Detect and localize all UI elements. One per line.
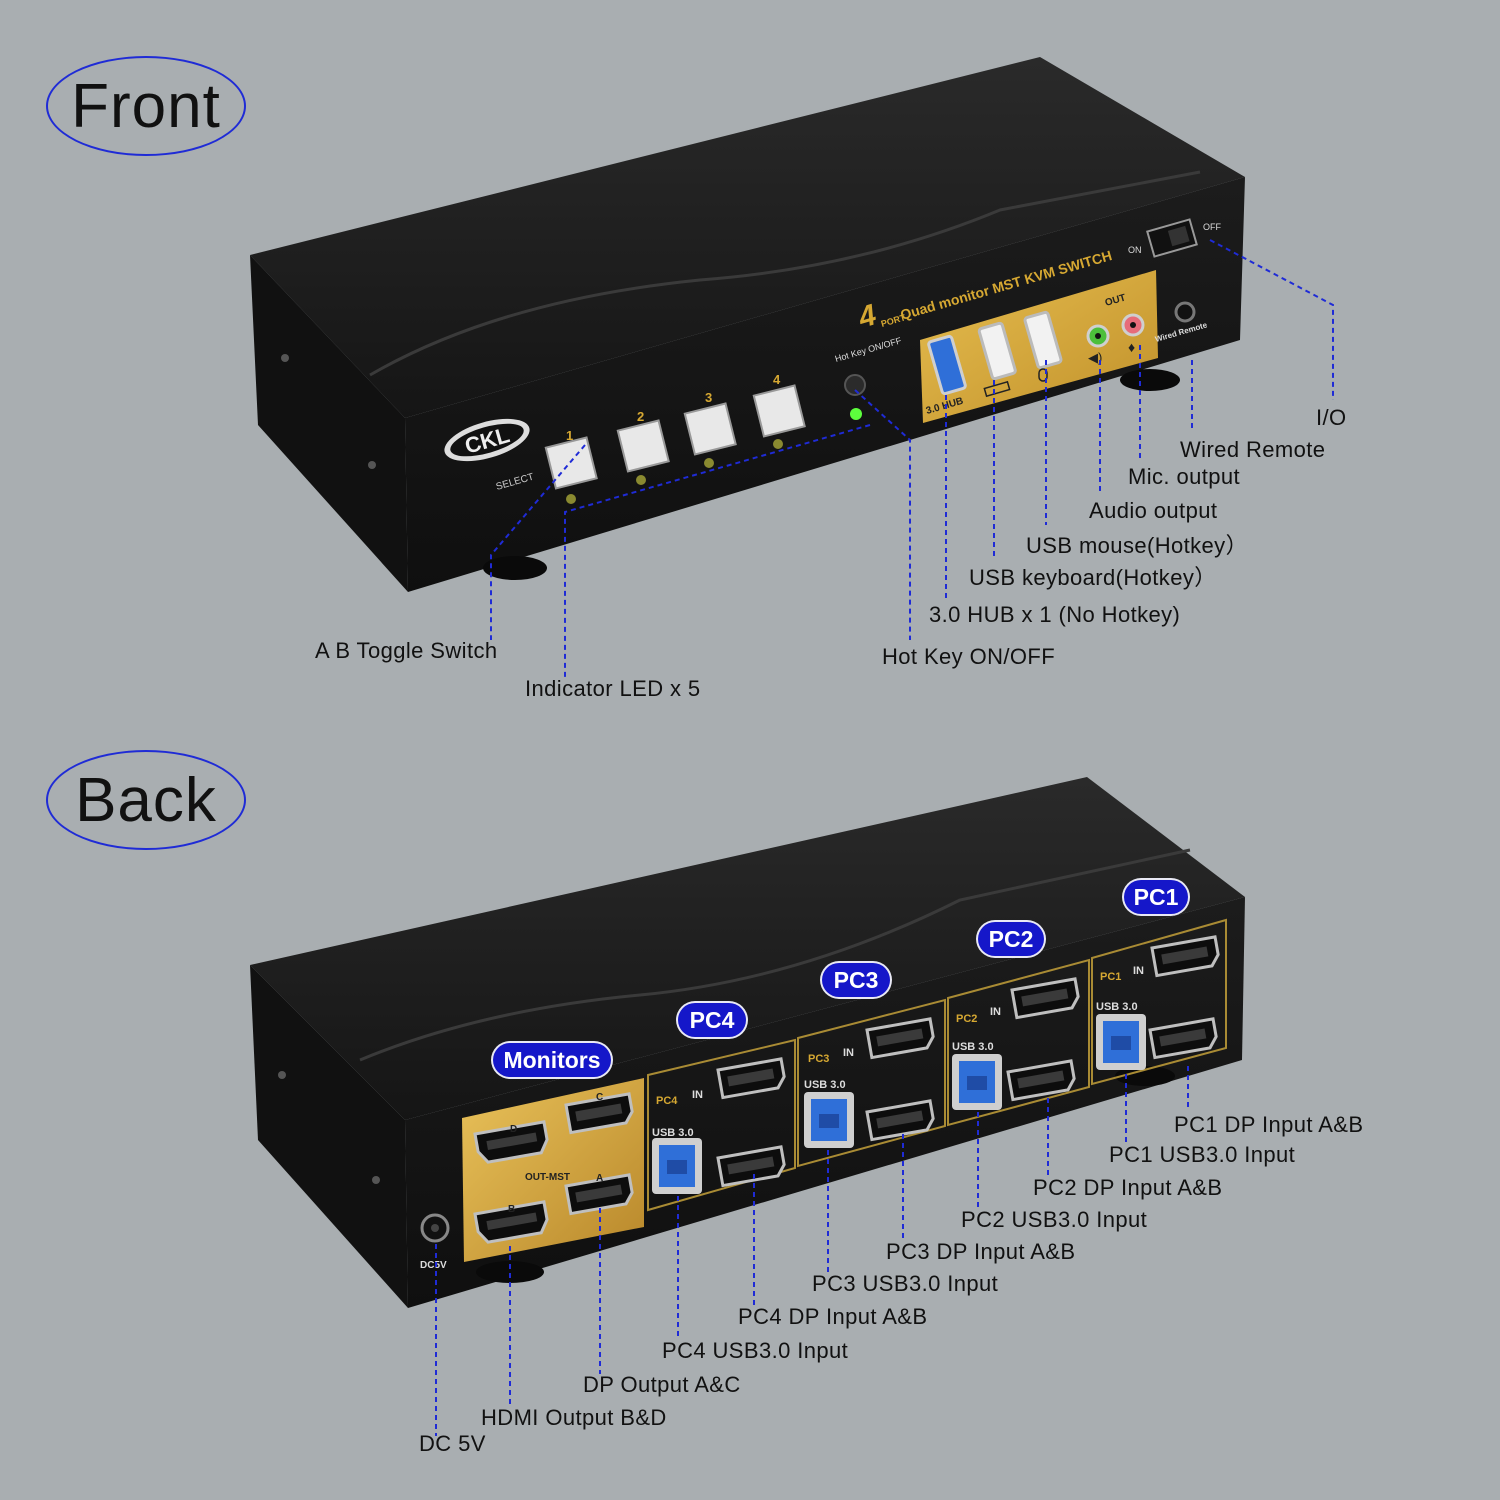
port-buttons: 1 2 3 4: [544, 372, 806, 504]
usb30-hub-port[interactable]: [927, 334, 967, 396]
port-number-1: 1: [566, 428, 573, 443]
usb-keyboard-port[interactable]: [977, 321, 1017, 381]
pc2-in: IN: [990, 1006, 1001, 1018]
back-leader-lines: [435, 1066, 1189, 1436]
port-button-2[interactable]: [616, 419, 670, 473]
pc4-input-block: [647, 1038, 796, 1212]
off-label: OFF: [1203, 222, 1221, 232]
letter-c: C: [596, 1092, 603, 1103]
pill-monitors: Monitors: [493, 1043, 611, 1077]
pill-pc1: PC1: [1124, 880, 1188, 914]
port-number-2: 2: [637, 409, 644, 424]
port-button-3[interactable]: [683, 402, 737, 456]
indicator-led-2: [636, 475, 646, 485]
pc1-usb-label: USB 3.0: [1096, 1001, 1138, 1013]
pc1-tag: PC1: [1100, 971, 1121, 983]
on-label: ON: [1128, 245, 1142, 255]
callout-wired-remote: Wired Remote: [1180, 437, 1326, 462]
callout-pc4-dp: PC4 DP Input A&B: [738, 1304, 928, 1329]
callout-indicator-led: Indicator LED x 5: [525, 676, 701, 701]
microphone-icon: ♦: [1128, 339, 1135, 355]
callout-ab-toggle: A B Toggle Switch: [315, 638, 498, 663]
callout-dc5v: DC 5V: [419, 1431, 486, 1456]
keyboard-icon: [983, 380, 1011, 398]
pc3-input-block: [797, 998, 946, 1168]
pc4-in: IN: [692, 1089, 703, 1101]
port-number-3: 3: [705, 390, 712, 405]
pc3-usb-label: USB 3.0: [804, 1079, 846, 1091]
callout-pc4-usb: PC4 USB3.0 Input: [662, 1338, 849, 1363]
callout-hotkey: Hot Key ON/OFF: [882, 644, 1056, 669]
pc3-tag: PC3: [808, 1053, 829, 1065]
port-button-4[interactable]: [752, 384, 806, 438]
pill-pc2: PC2: [978, 922, 1044, 956]
port-number-4: 4: [773, 372, 781, 387]
pc1-usb-input[interactable]: [1096, 1014, 1146, 1070]
callout-pc3-dp: PC3 DP Input A&B: [886, 1239, 1076, 1264]
out-mst-label-device: OUT-MST: [525, 1172, 570, 1183]
pc4-usb-input[interactable]: [652, 1138, 702, 1194]
dc5v-label-device: DC5V: [420, 1260, 447, 1271]
ckl-logo: CKL: [444, 418, 530, 462]
callout-pc1-usb: PC1 USB3.0 Input: [1109, 1142, 1296, 1167]
callout-usb-mouse: USB mouse(Hotkey）: [1026, 533, 1248, 558]
pc2-usb-input[interactable]: [952, 1054, 1002, 1110]
speaker-icon: ◀): [1088, 350, 1102, 365]
callout-hub: 3.0 HUB x 1 (No Hotkey): [929, 602, 1181, 627]
back-device: DC5V OUT-MST D B C A PC4 IN USB 3.0 PC3 …: [250, 777, 1245, 1308]
callout-dp-output: DP Output A&C: [583, 1372, 741, 1397]
mouse-icon: [1038, 368, 1048, 382]
callout-usb-keyboard: USB keyboard(Hotkey）: [969, 565, 1217, 590]
callout-pc2-dp: PC2 DP Input A&B: [1033, 1175, 1223, 1200]
letter-a: A: [596, 1173, 603, 1184]
indicator-led-4: [773, 439, 783, 449]
pc3-in: IN: [843, 1047, 854, 1059]
callout-pc1-dp: PC1 DP Input A&B: [1174, 1112, 1364, 1137]
usb-mouse-port[interactable]: [1023, 310, 1063, 370]
pc1-in: IN: [1133, 965, 1144, 977]
pill-pc3: PC3: [822, 963, 890, 997]
pc2-tag: PC2: [956, 1013, 977, 1025]
callout-hdmi-output: HDMI Output B&D: [481, 1405, 667, 1430]
callout-mic-output: Mic. output: [1128, 464, 1241, 489]
letter-d: D: [510, 1124, 517, 1135]
callout-io: I/O: [1316, 405, 1347, 430]
pill-pc4: PC4: [678, 1003, 746, 1037]
pc1-input-block: [1091, 918, 1227, 1086]
wired-remote-jack[interactable]: [1174, 301, 1196, 323]
pc2-usb-label: USB 3.0: [952, 1041, 994, 1053]
front-section-label: Front: [46, 56, 246, 156]
callout-pc3-usb: PC3 USB3.0 Input: [812, 1271, 999, 1296]
back-section-label: Back: [46, 750, 246, 850]
hotkey-button[interactable]: [844, 374, 866, 396]
indicator-led-1: [566, 494, 576, 504]
indicator-led-3: [704, 458, 714, 468]
pc4-tag: PC4: [656, 1095, 678, 1107]
pc3-usb-input[interactable]: [804, 1092, 854, 1148]
front-device: CKL 4 PORT Quad monitor MST KVM SWITCH S…: [250, 57, 1245, 592]
front-leader-lines: [490, 239, 1334, 678]
pc4-usb-label: USB 3.0: [652, 1127, 694, 1139]
callout-pc2-usb: PC2 USB3.0 Input: [961, 1207, 1148, 1232]
hotkey-led: [850, 408, 862, 420]
letter-b: B: [508, 1204, 515, 1215]
pc2-input-block: [947, 958, 1090, 1127]
callout-audio-output: Audio output: [1089, 498, 1218, 523]
